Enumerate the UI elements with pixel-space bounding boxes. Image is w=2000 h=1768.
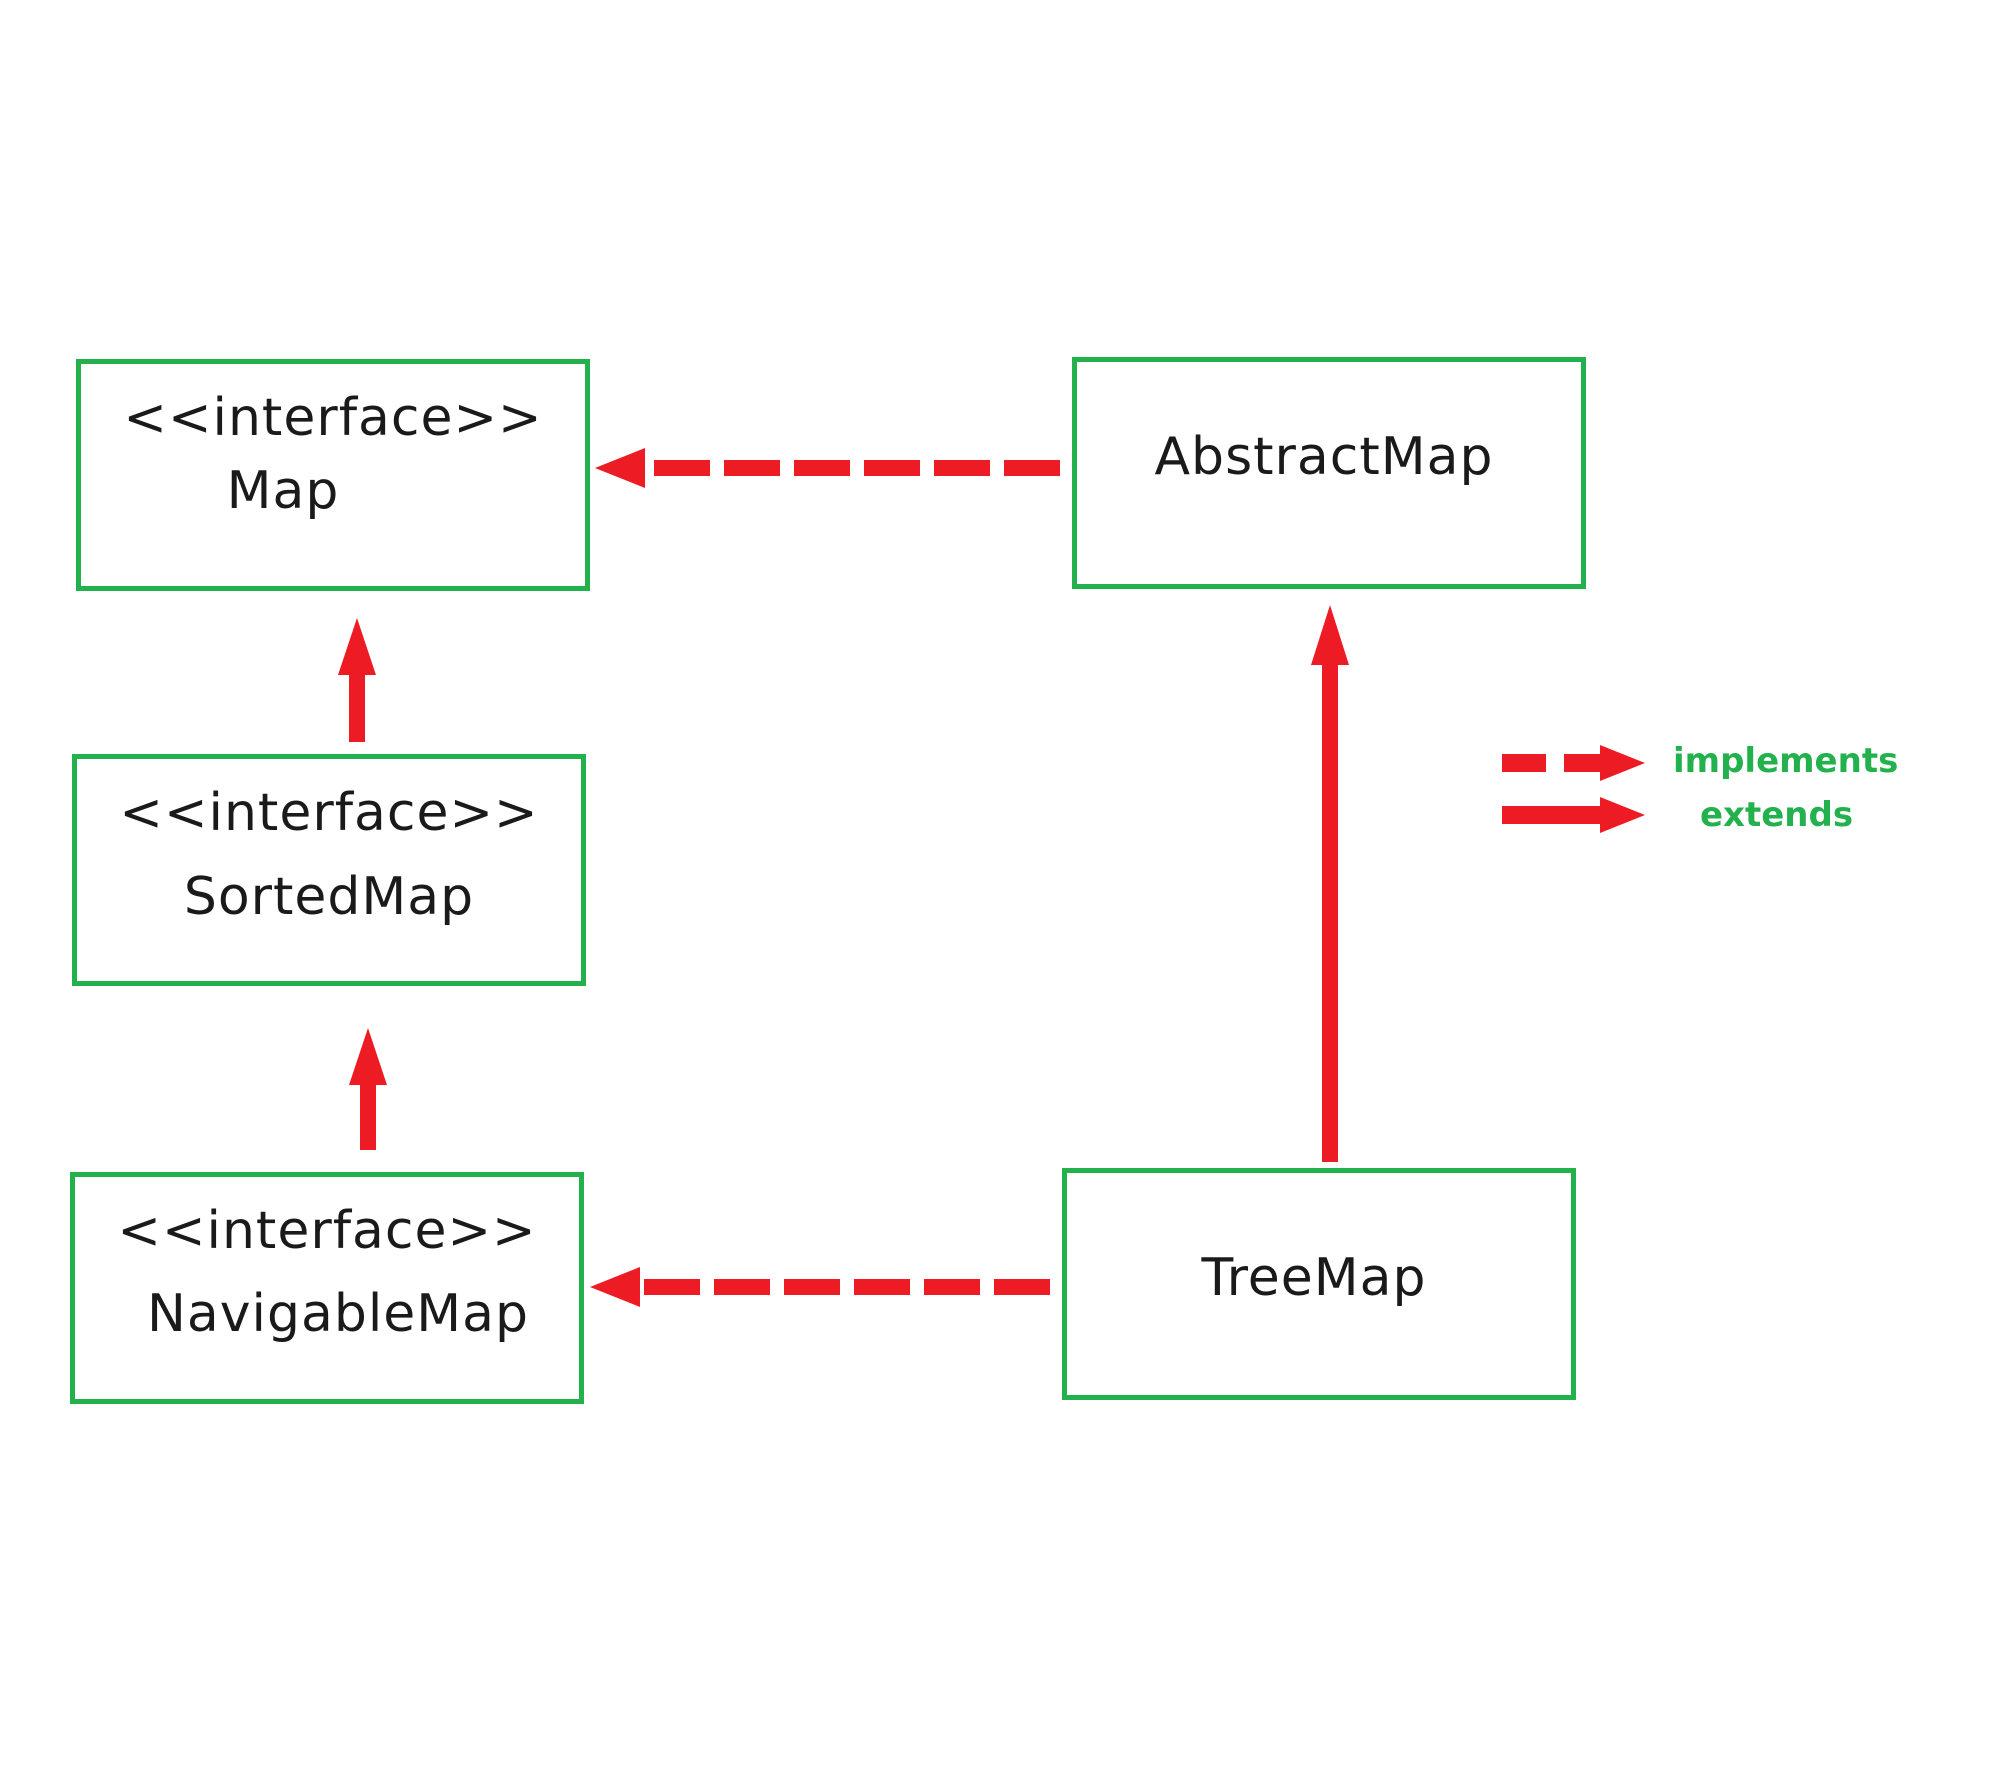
node-map-name: Map: [226, 461, 340, 521]
node-abstractmap: AbstractMap: [1072, 357, 1586, 589]
legend-implements-arrow: [1502, 745, 1645, 781]
node-sortedmap: <<interface>> SortedMap: [72, 754, 586, 986]
edge-abstractmap-to-map: [595, 448, 1060, 488]
node-sortedmap-name: SortedMap: [183, 867, 475, 927]
legend-extends-label: extends: [1700, 795, 1854, 835]
legend-implements-label: implements: [1673, 741, 1899, 781]
node-map: <<interface>> Map: [76, 359, 590, 591]
edge-treemap-to-navigablemap: [590, 1267, 1050, 1307]
edge-treemap-to-abstractmap: [1311, 605, 1349, 1162]
legend-extends-arrow: [1502, 797, 1645, 833]
node-treemap: TreeMap: [1062, 1168, 1576, 1400]
node-abstractmap-name: AbstractMap: [1154, 427, 1494, 487]
node-navigablemap-name: NavigableMap: [146, 1284, 530, 1344]
node-treemap-name: TreeMap: [1201, 1248, 1427, 1308]
node-map-stereotype: <<interface>>: [123, 388, 543, 448]
edge-sortedmap-to-map: [338, 618, 376, 742]
node-sortedmap-stereotype: <<interface>>: [119, 783, 539, 843]
edge-navigablemap-to-sortedmap: [349, 1028, 387, 1150]
node-navigablemap: <<interface>> NavigableMap: [70, 1172, 584, 1404]
node-navigablemap-stereotype: <<interface>>: [117, 1201, 537, 1261]
